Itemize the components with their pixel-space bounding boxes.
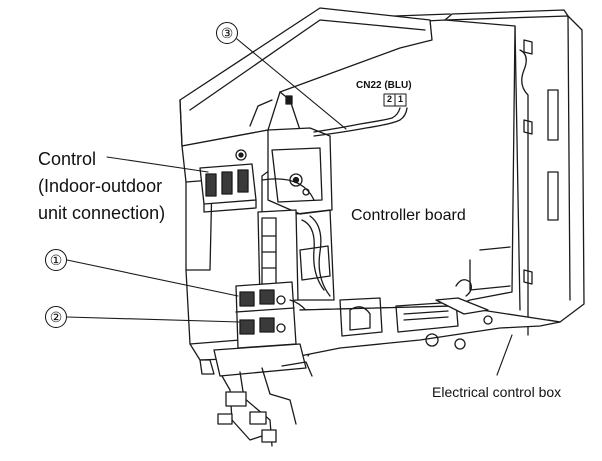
control-leader-line [106, 156, 209, 173]
control-label-line2: (Indoor-outdoor [38, 176, 163, 196]
mounting-bracket [261, 127, 333, 215]
callout-1-marker: ① [45, 249, 67, 271]
control-terminal-block [199, 163, 257, 213]
callout-3-leader-line [236, 38, 347, 130]
connector-pin-1: 1 [398, 94, 404, 104]
electrical-control-box-label: Electrical control box [432, 384, 562, 400]
cn22-connector-label: CN22 (BLU) [356, 80, 412, 91]
callout-3-marker: ③ [216, 22, 238, 44]
box-leader-line [496, 334, 513, 376]
callout-2-marker: ② [45, 306, 67, 328]
callout-2-leader-line [66, 316, 241, 323]
bottom-chassis [299, 279, 561, 357]
cn22-cable [313, 93, 408, 137]
connector-pin-2: 2 [387, 94, 393, 104]
controller-board-panel [299, 13, 516, 311]
callout-1-leader-line [66, 259, 239, 297]
control-label-line3: unit connection) [38, 203, 166, 223]
controller-board-label: Controller board [351, 207, 466, 224]
wire-harness [199, 343, 313, 447]
relay-strip [257, 209, 335, 303]
leader-lines [66, 38, 513, 376]
control-label: Control [38, 149, 97, 169]
